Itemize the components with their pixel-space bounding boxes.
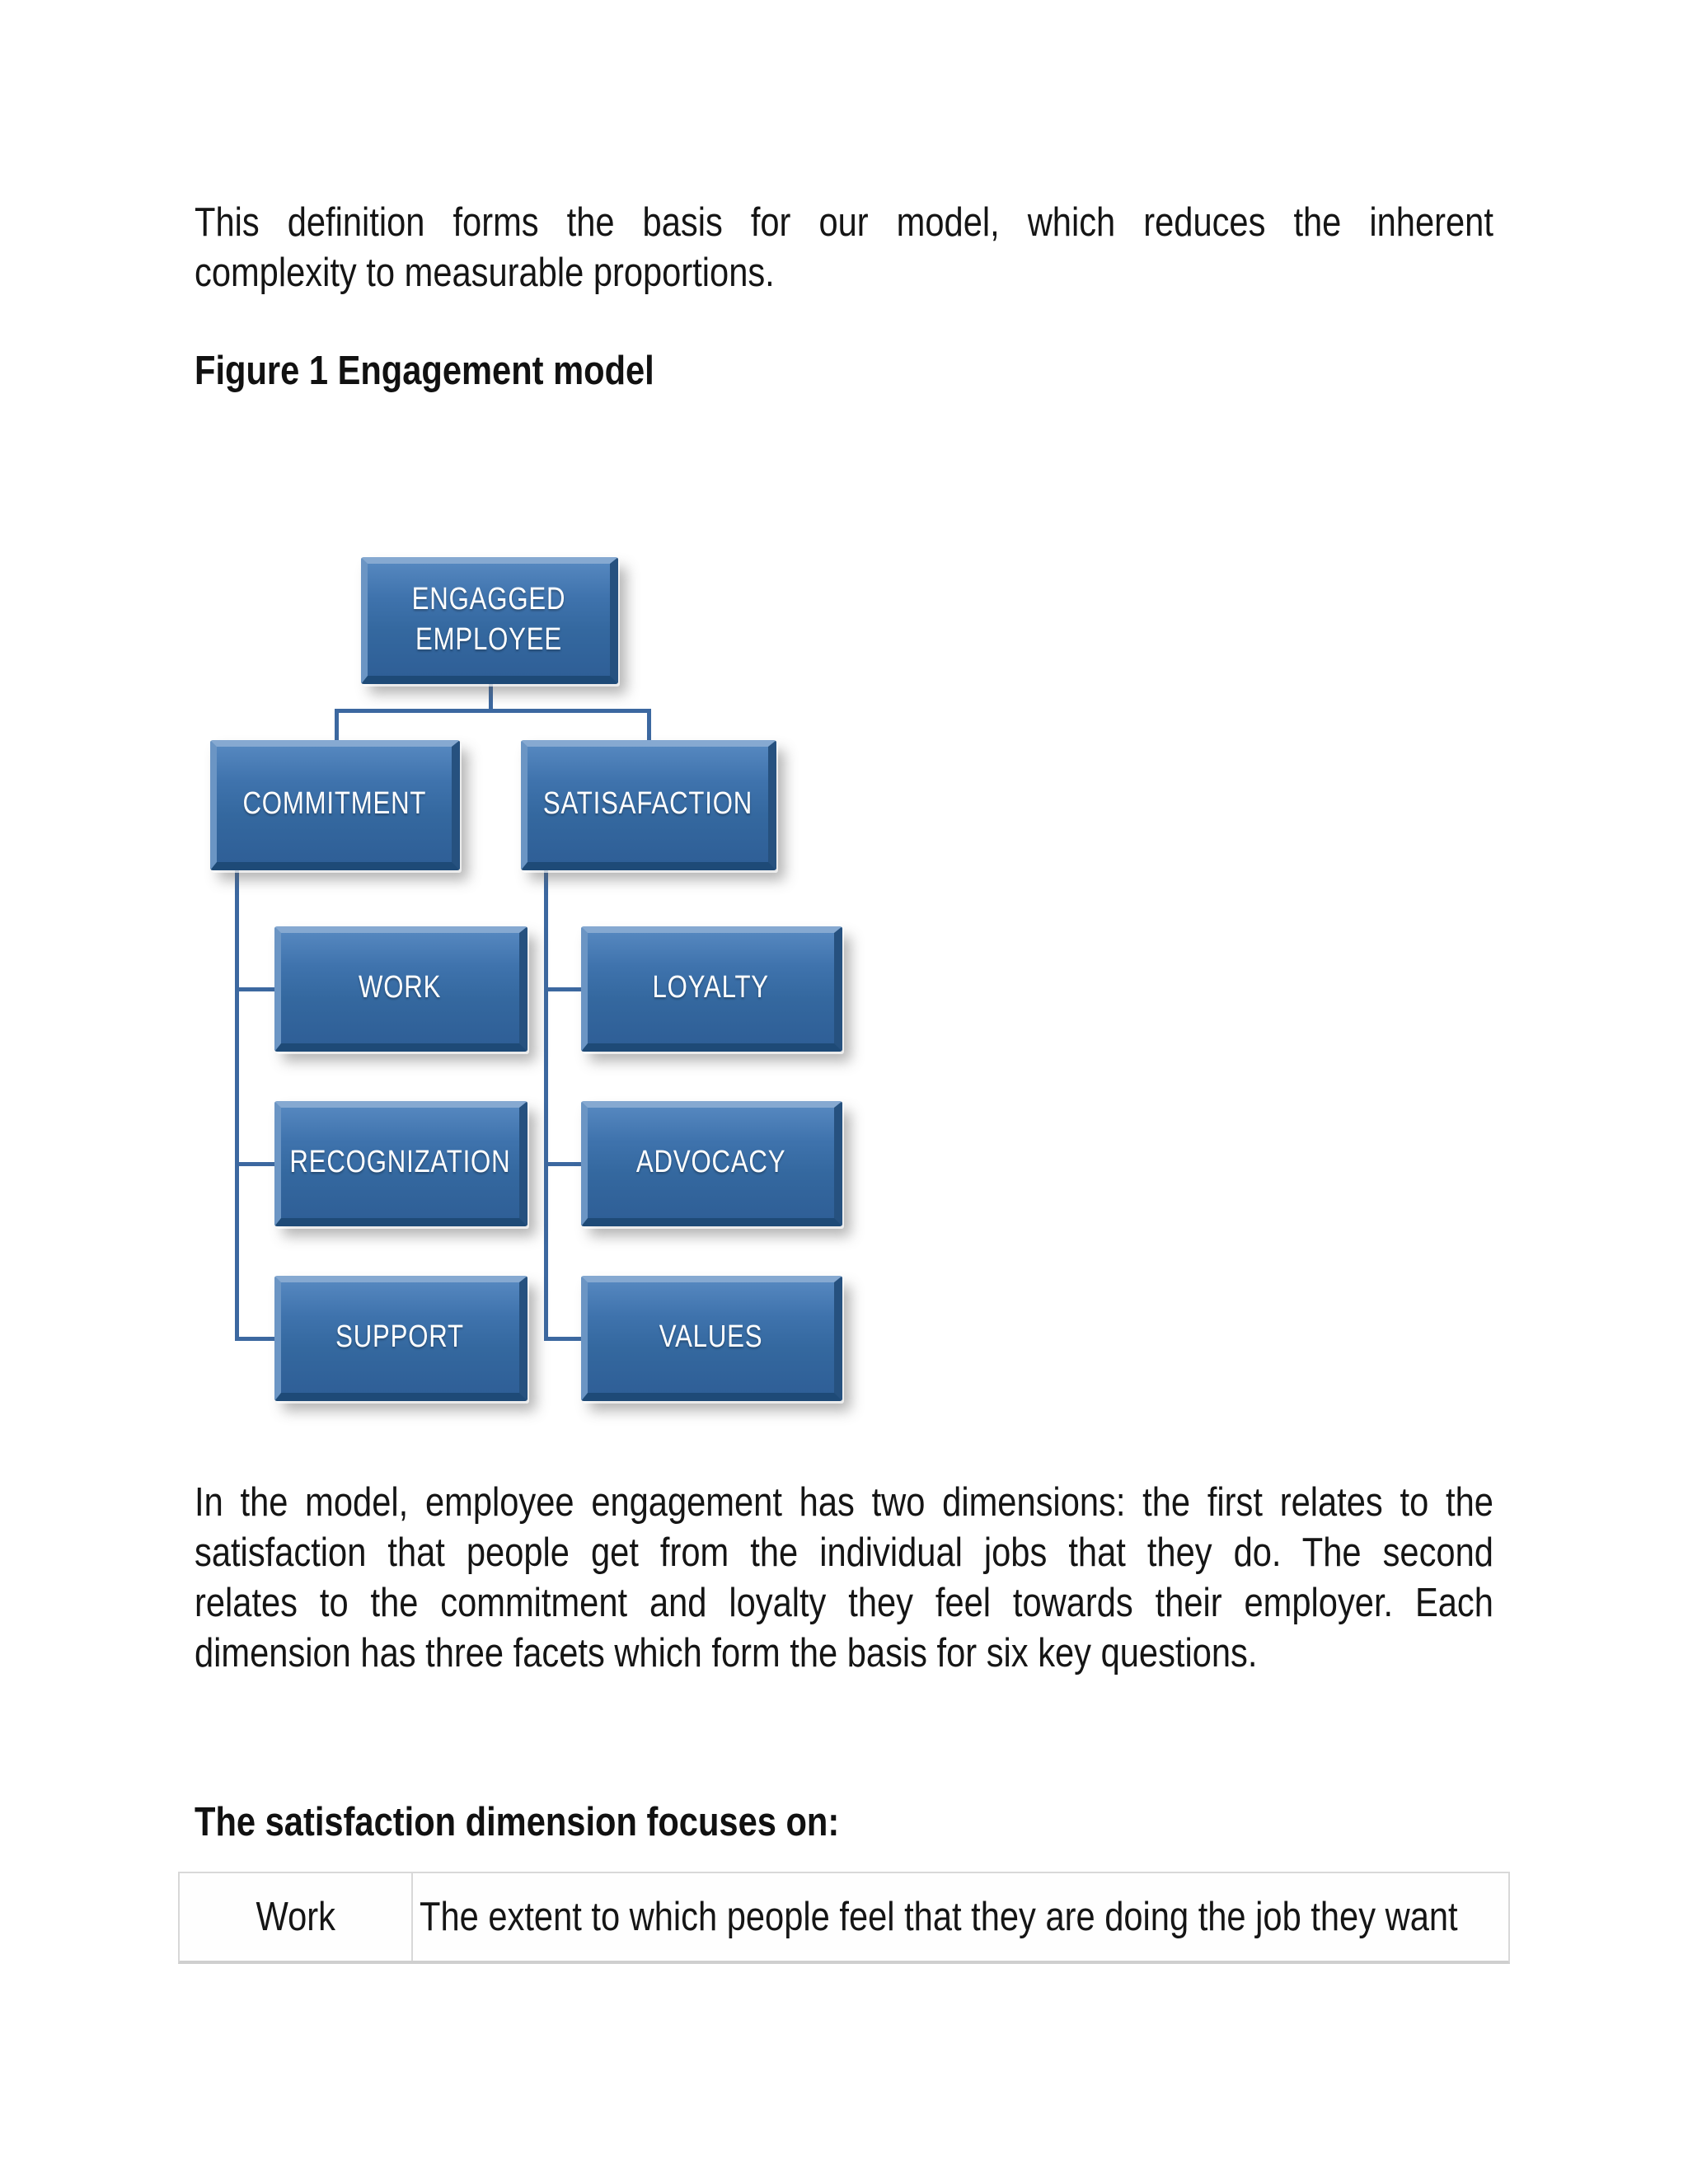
node-label: SUPPORT [335,1319,465,1355]
connector-root-stub [489,682,493,712]
connector-branch-support [235,1337,274,1341]
node-label: ENGAGGED EMPLOYEE [411,581,566,657]
paragraph-line: complexity to measurable proportions. [195,251,775,295]
paragraph-line: dimension has three facets which form th… [195,1631,1258,1675]
table-cell-definition: The extent to which people feel that the… [420,1873,1502,1961]
table-column-divider [411,1873,413,1961]
node-recognization: RECOGNIZATION [274,1101,528,1226]
paragraph-line: relates to the commitment and loyalty th… [195,1581,1493,1625]
section-heading: The satisfaction dimension focuses on: [195,1800,840,1844]
connector-branch-values [544,1337,581,1341]
connector-rail-commitment [235,870,239,1341]
node-label: COMMITMENT [242,786,426,822]
paragraph-line: This definition forms the basis for our … [195,200,1493,245]
node-advocacy: ADVOCACY [581,1101,842,1226]
node-work: WORK [274,926,528,1052]
node-loyalty: LOYALTY [581,926,842,1052]
connector-drop-commitment [335,709,339,742]
connector-drop-satisfaction [647,709,651,742]
paragraph-intro: This definition forms the basis for our … [195,198,1493,298]
connector-branch-advocacy [544,1162,581,1166]
figure-caption: Figure 1 Engagement model [195,349,654,393]
term-text: Work [256,1895,335,1939]
connector-rail-satisfaction [544,870,548,1341]
connector-horizontal [336,709,649,713]
definition-text: The extent to which people feel that the… [420,1895,1458,1939]
node-label: SATISAFACTION [542,786,753,822]
node-label: RECOGNIZATION [289,1145,511,1180]
node-engagged-employee: ENGAGGED EMPLOYEE [361,557,618,684]
connector-branch-work [235,987,274,991]
node-label: ADVOCACY [635,1145,786,1180]
table-cell-term: Work [180,1873,411,1961]
node-label: LOYALTY [652,970,770,1005]
paragraph-line: In the model, employee engagement has tw… [195,1480,1493,1525]
node-values: VALUES [581,1276,842,1401]
connector-branch-loyalty [544,987,581,991]
node-satisafaction: SATISAFACTION [521,740,776,870]
node-label: VALUES [659,1319,763,1355]
paragraph-model-explanation: In the model, employee engagement has tw… [195,1478,1493,1679]
node-support: SUPPORT [274,1276,528,1401]
paragraph-line: satisfaction that people get from the in… [195,1530,1493,1575]
node-label: WORK [359,970,442,1005]
satisfaction-dimension-table: Work The extent to which people feel tha… [178,1872,1510,1964]
node-commitment: COMMITMENT [210,740,460,870]
connector-branch-recognization [235,1162,274,1166]
